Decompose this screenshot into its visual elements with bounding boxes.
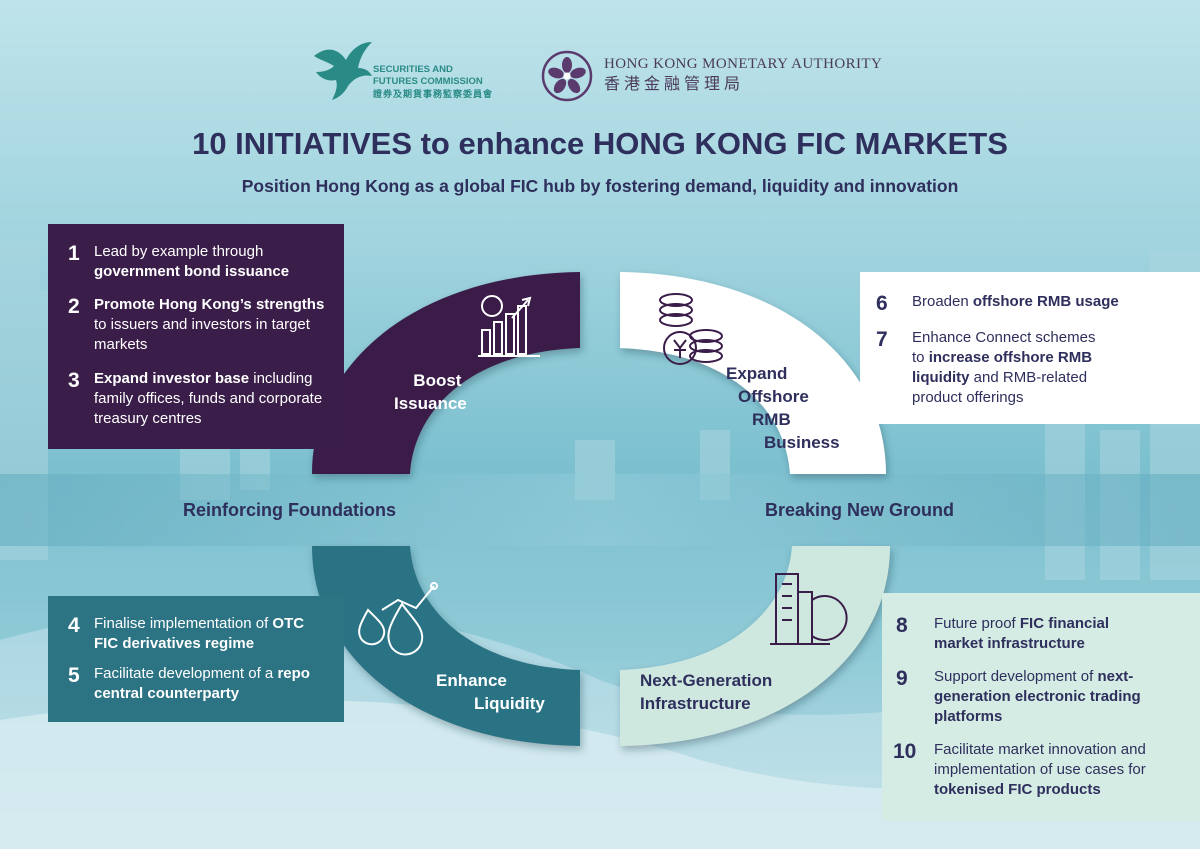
- page-title: 10 INITIATIVES to enhance HONG KONG FIC …: [192, 126, 1008, 161]
- initiative-text-run: Finalise implementation of: [94, 615, 273, 632]
- initiative-item: 6 Broaden offshore RMB usage: [876, 292, 1176, 316]
- initiative-text-bold: FIC financial market infrastructure: [934, 615, 1110, 652]
- segment-nextgen-infrastructure: [620, 546, 890, 746]
- sfc-eagle-logo: [314, 42, 372, 100]
- segment-label-boost: Boost Issuance: [394, 369, 467, 415]
- initiative-text-run: Future proof: [934, 615, 1020, 632]
- segment-expand-rmb: [620, 272, 886, 474]
- expand-label-line1: Expand: [726, 364, 788, 383]
- initiative-text-bold: increase offshore RMB liquidity: [912, 349, 1093, 386]
- enhance-label-line1: Enhance: [436, 671, 507, 690]
- initiative-number: 9: [896, 667, 908, 690]
- rocket-growth-icon: [478, 295, 540, 357]
- initiative-number: 7: [876, 328, 888, 351]
- initiative-text: Broaden offshore RMB usage: [912, 292, 1119, 316]
- initiative-text: Enhance Connect schemes to increase offs…: [912, 328, 1112, 408]
- initiative-text-bold: tokenised FIC products: [934, 781, 1101, 798]
- initiatives-box-infrastructure: [882, 593, 1200, 821]
- initiative-number: 10: [893, 740, 917, 763]
- initiative-number: 5: [68, 664, 80, 687]
- initiative-text-run: Enhance Connect schemes to: [912, 329, 1096, 366]
- initiative-number: 3: [68, 369, 80, 392]
- band-label-left: Reinforcing Foundations: [183, 500, 396, 520]
- initiative-text-run: Facilitate market innovation and impleme…: [934, 741, 1146, 778]
- segment-label-expand: Expand Offshore RMB Business: [724, 362, 840, 454]
- nextgen-label-line2: Infrastructure: [640, 694, 751, 713]
- sfc-name-line1: SECURITIES AND: [373, 64, 453, 75]
- segment-enhance-liquidity: [312, 546, 580, 746]
- initiative-item: 3 Expand investor base including family …: [68, 369, 330, 429]
- segment-label-nextgen: Next-Generation Infrastructure: [640, 669, 772, 715]
- initiative-text-run: including family offices, funds and corp…: [94, 370, 323, 427]
- initiative-text-bold: Promote Hong Kong’s strengths: [94, 296, 325, 313]
- initiative-number: 4: [68, 614, 80, 637]
- sfc-logo-text: SECURITIES AND FUTURES COMMISSION 證券及期貨事…: [373, 64, 493, 100]
- expand-label-line4: Business: [764, 433, 840, 452]
- initiative-item: 1 Lead by example through government bon…: [68, 242, 330, 282]
- hkma-logo-text: HONG KONG MONETARY AUTHORITY 香港金融管理局: [604, 54, 882, 96]
- initiative-number: 8: [896, 614, 908, 637]
- initiative-item: 5 Facilitate development of a repo centr…: [68, 664, 330, 704]
- initiative-text-run: and RMB-related product offerings: [912, 369, 1088, 406]
- initiative-text-bold: repo central counterparty: [94, 665, 310, 702]
- initiatives-box-rmb: [860, 272, 1200, 424]
- initiatives-box-liquidity: [48, 596, 344, 722]
- initiative-text: Support development of next-generation e…: [934, 667, 1154, 727]
- yuan-coins-icon: [659, 293, 723, 365]
- initiative-item: 10 Facilitate market innovation and impl…: [893, 740, 1193, 800]
- initiative-text-run: Broaden: [912, 293, 973, 310]
- center-band: [0, 474, 1200, 546]
- initiative-text: Finalise implementation of OTC FIC deriv…: [94, 614, 330, 654]
- initiative-item: 7 Enhance Connect schemes to increase of…: [876, 328, 1176, 408]
- initiative-text-run: to issuers and investors in target marke…: [94, 316, 310, 353]
- initiative-number: 1: [68, 242, 80, 265]
- initiative-text-run: Facilitate development of a: [94, 665, 278, 682]
- building-gear-icon: [770, 573, 848, 645]
- band-label-right: Breaking New Ground: [765, 500, 955, 520]
- initiative-number: 2: [68, 295, 80, 318]
- initiative-text-bold: offshore RMB usage: [972, 293, 1119, 310]
- initiative-item: 8 Future proof FIC financial market infr…: [896, 614, 1186, 654]
- initiative-text: Facilitate development of a repo central…: [94, 664, 330, 704]
- initiative-text: Future proof FIC financial market infras…: [934, 614, 1134, 654]
- expand-label-line3: RMB: [752, 410, 791, 429]
- boost-label-line1: Boost: [413, 371, 462, 390]
- initiative-text-run: Lead by example through: [94, 243, 264, 260]
- initiative-text-bold: next-generation electronic trading platf…: [934, 668, 1141, 725]
- liquidity-drops-icon: [358, 582, 438, 656]
- initiative-text: Expand investor base including family of…: [94, 369, 330, 429]
- hkma-bauhinia-logo: [541, 50, 593, 102]
- initiative-text-run: Support development of: [934, 668, 1098, 685]
- initiative-text: Promote Hong Kong’s strengths to issuers…: [94, 295, 330, 355]
- initiative-text-bold: Expand investor base: [94, 370, 250, 387]
- segment-label-enhance: Enhance Liquidity: [436, 669, 545, 715]
- hkma-name-zh: 香港金融管理局: [604, 76, 745, 93]
- initiative-text-bold: OTC FIC derivatives regime: [94, 615, 305, 652]
- initiative-item: 9 Support development of next-generation…: [896, 667, 1186, 727]
- boost-label-line2: Issuance: [394, 394, 467, 413]
- expand-label-line2: Offshore: [738, 387, 809, 406]
- nextgen-label-line1: Next-Generation: [640, 671, 773, 690]
- sfc-name-zh: 證券及期貨事務監察委員會: [373, 89, 494, 99]
- initiative-text: Facilitate market innovation and impleme…: [934, 740, 1174, 800]
- page-subtitle: Position Hong Kong as a global FIC hub b…: [241, 176, 959, 196]
- initiative-item: 4 Finalise implementation of OTC FIC der…: [68, 614, 330, 654]
- hkma-name-en: HONG KONG MONETARY AUTHORITY: [604, 56, 883, 72]
- initiative-text: Lead by example through government bond …: [94, 242, 330, 282]
- initiative-item: 2 Promote Hong Kong’s strengths to issue…: [68, 295, 330, 355]
- initiative-number: 6: [876, 292, 888, 315]
- initiatives-box-issuance: [48, 224, 344, 449]
- initiative-text-bold: government bond issuance: [94, 263, 290, 280]
- enhance-label-line2: Liquidity: [474, 694, 545, 713]
- sfc-name-line2: FUTURES COMMISSION: [373, 76, 483, 87]
